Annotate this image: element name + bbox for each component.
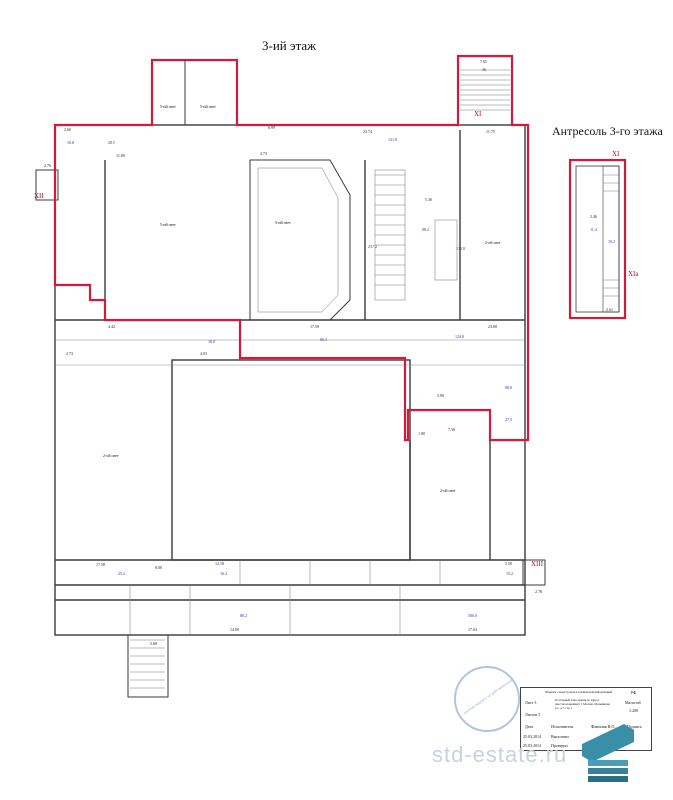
room-label: 237.2 (368, 244, 377, 249)
room-label: 5.50 (505, 561, 512, 566)
seal-text: учетная надпись не действительна (461, 677, 513, 716)
room-label: 80.2 (240, 613, 247, 618)
room-label: 4.03 (200, 351, 207, 356)
room-label: 2.76 (44, 163, 51, 168)
stamp-date1-role: Выполнил (551, 734, 569, 739)
stamp-signature-label: Подпись (627, 724, 642, 729)
stamp-scale-value: 1:200 (629, 708, 639, 713)
room-label: 7.30 (448, 427, 455, 432)
room-label: 17.58 (96, 562, 105, 567)
room-label: 2.73 (66, 351, 73, 356)
room-label: 23.68 (488, 324, 497, 329)
watermark-text: std-estate.ru (432, 742, 568, 767)
room-label: 3.73 (260, 151, 267, 156)
stamp-date-label: Дата (525, 724, 533, 729)
stamp-scale-label: Масштаб (625, 700, 641, 705)
stamp-plan-desc: Поэтажный план здания по адресу (местопо… (555, 698, 610, 710)
room-label: 10.8 (67, 140, 74, 145)
watermark-logo (582, 724, 634, 782)
room-label: 8.00 (155, 565, 162, 570)
room-label: 88.2 (422, 227, 429, 232)
room-label: 25.2 (118, 571, 125, 576)
room-label: 17.63 (468, 627, 477, 632)
room-label: 11.75 (486, 129, 495, 134)
room-label: 2.78 (535, 589, 542, 594)
zone-label: 5-ий свет (160, 104, 176, 109)
zone-label: 2-ой свет (440, 488, 456, 493)
stamp-object-desc: Объекты с кадастровой и технической инфо… (545, 690, 613, 694)
room-label: 12.18 (215, 561, 224, 566)
registration-seal: учетная надпись не действительна (454, 666, 520, 732)
room-label: 2.61 (606, 307, 613, 312)
room-label: 17.58 (310, 324, 319, 329)
room-label: 16.3 (220, 571, 227, 576)
section-label-xii-left: XII (34, 192, 44, 200)
room-label: 131.8 (388, 137, 397, 142)
room-label: 5.68 (150, 641, 157, 646)
room-label: 15.2 (506, 571, 513, 576)
room-label: 90.3 (320, 337, 327, 342)
zone-label: 2-ой свет (103, 453, 119, 458)
room-label: 1.80 (418, 431, 425, 436)
stamp-date2-role: Проверил (551, 743, 568, 748)
room-label: 130.8 (456, 246, 465, 251)
zone-label: 2-ой свет (485, 240, 501, 245)
room-label: 500.0 (468, 613, 477, 618)
room-label: 4.42 (108, 324, 115, 329)
zone-label: 5-ий свет (275, 220, 291, 225)
stamp-region: РФ (631, 690, 637, 695)
room-label: 5.90 (437, 393, 444, 398)
room-label: 124.0 (455, 334, 464, 339)
zone-label: 5-ий свет (200, 104, 216, 109)
room-label: 36 (482, 67, 486, 72)
room-label: 11.4 (590, 227, 597, 232)
room-label: 5.30 (425, 197, 432, 202)
section-label-xiii-right: XIII (531, 560, 544, 568)
room-label: 98.0 (505, 385, 512, 390)
room-label: 14.00 (230, 627, 239, 632)
floor-title: 3-ий этаж (262, 38, 317, 53)
stamp-date2: 25.03.2014 (523, 743, 541, 748)
room-label: 6.99 (268, 125, 275, 130)
room-label: 11.80 (116, 153, 125, 158)
stamp-sheets: Листов 5 (525, 712, 541, 717)
stamp-executor-label: Исполнитель (551, 724, 574, 729)
stamp-sheet: Лист 3 (525, 700, 537, 705)
room-label: 7.65 (480, 59, 487, 64)
stamp-date1: 25.03.2014 (523, 734, 541, 739)
section-label-xi-top: XI (474, 110, 482, 118)
section-label-xia-mez: XIa (628, 270, 639, 278)
mezzanine-title: Антресоль 3-го этажа (552, 124, 663, 138)
section-label-xi-mez: XI (612, 150, 620, 158)
room-label: 19.2 (608, 239, 615, 244)
room-label: 18.0 (208, 339, 215, 344)
room-label: 2.60 (64, 127, 71, 132)
room-label: 2.46 (590, 214, 597, 219)
stamp-executor-name: Фамилия И.О. (591, 724, 616, 729)
room-label: 28.5 (108, 140, 115, 145)
room-label: 27.5 (505, 417, 512, 422)
zone-label: 5-ий свет (160, 222, 176, 227)
room-label: 23.74 (363, 129, 372, 134)
